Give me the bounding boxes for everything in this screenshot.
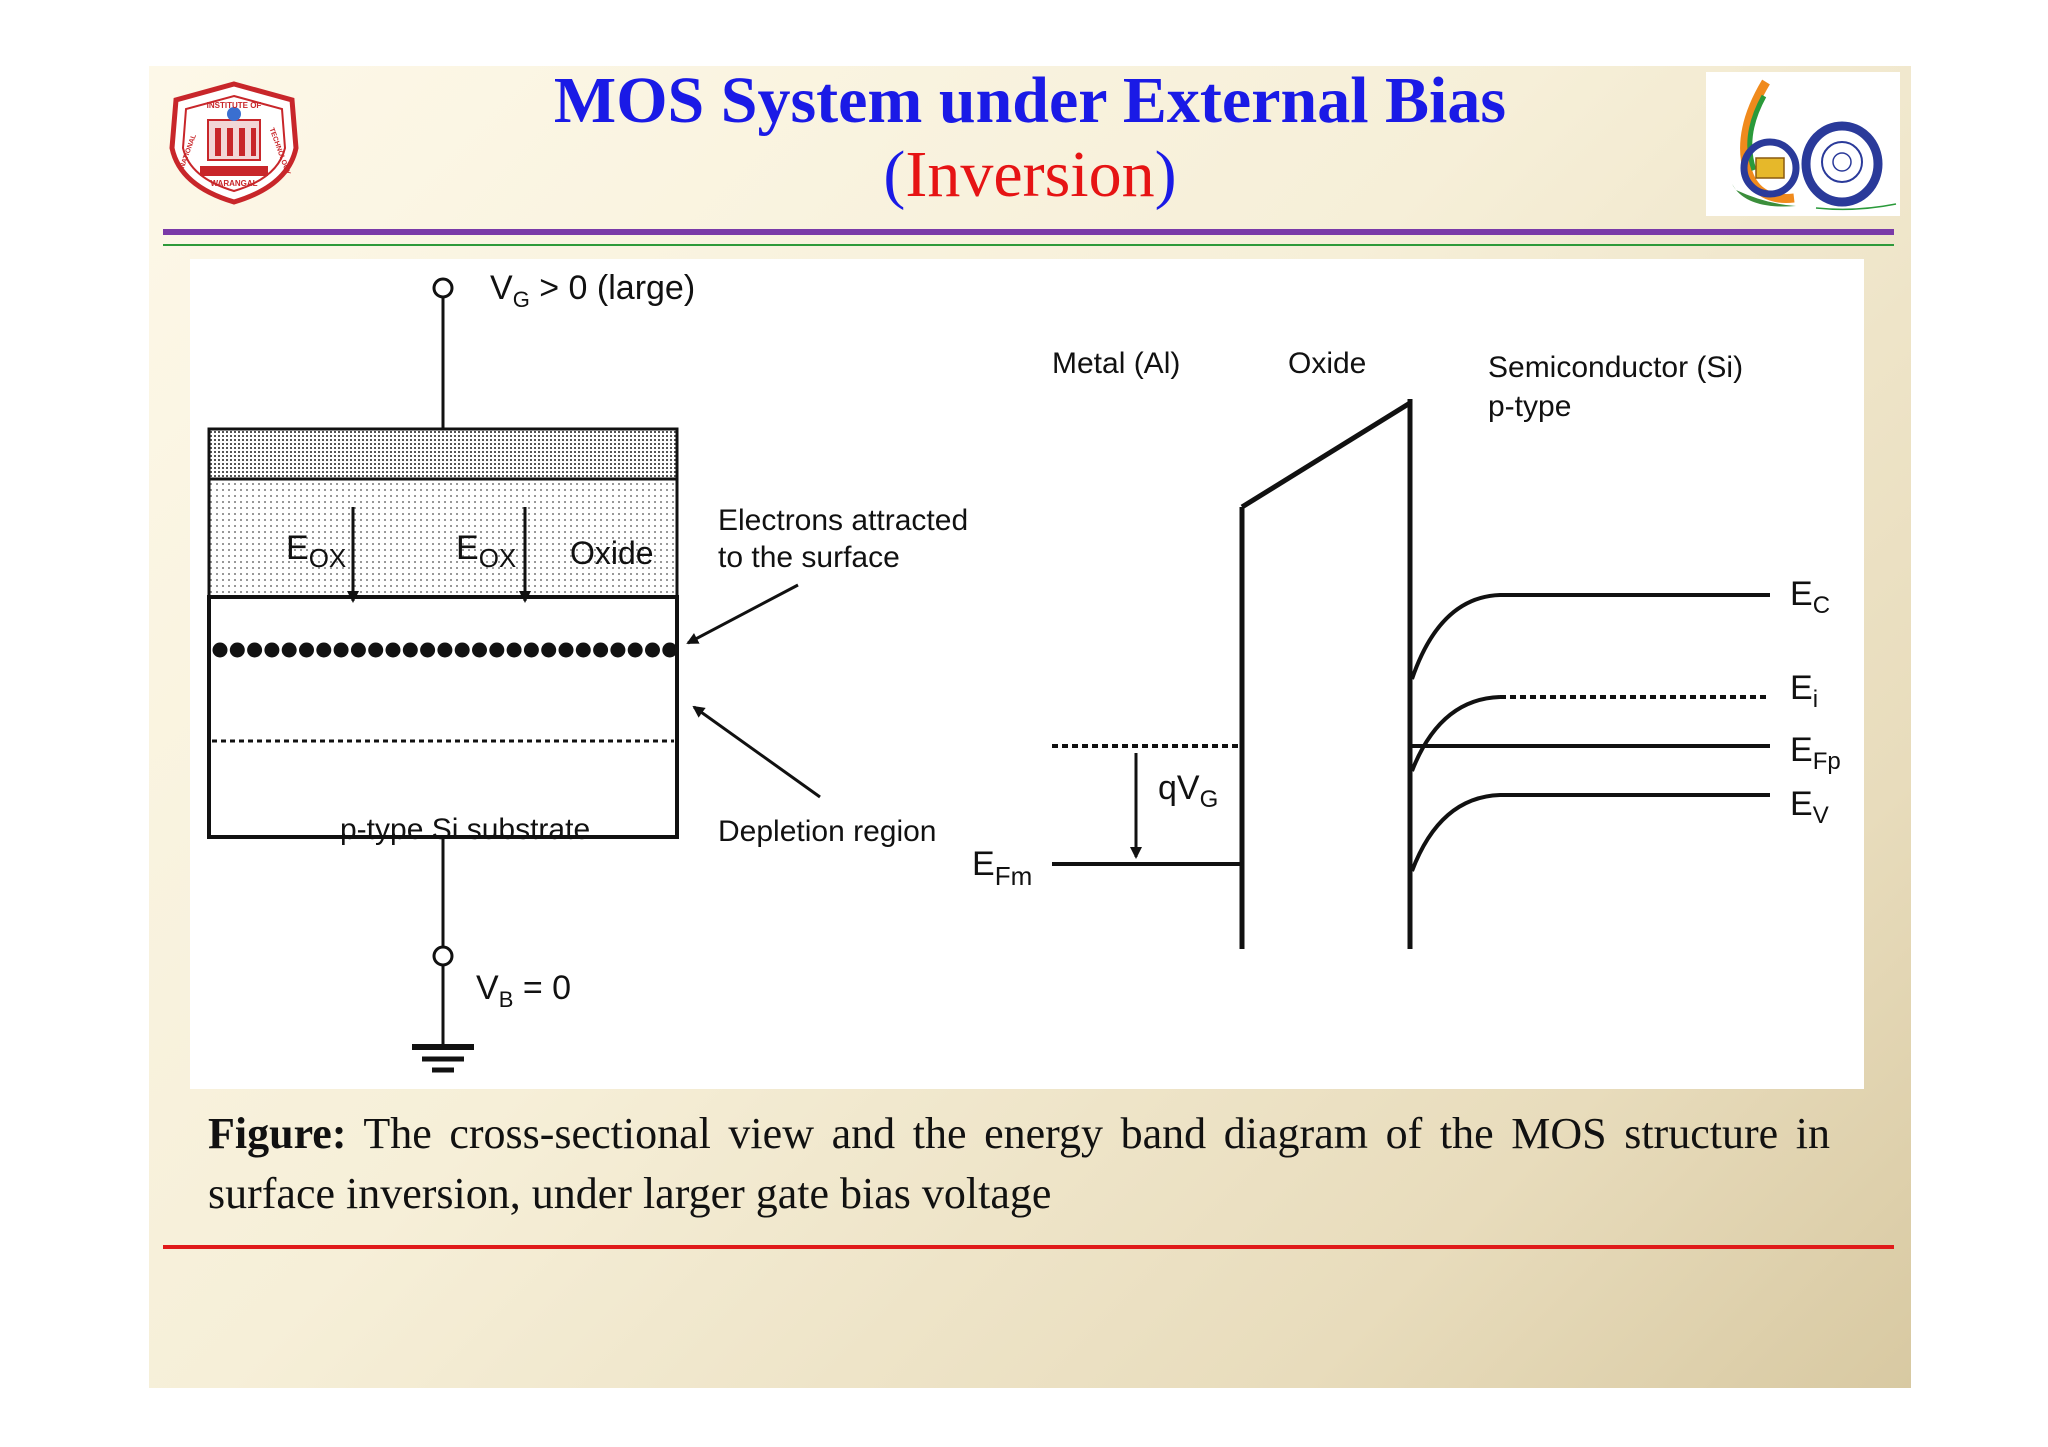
electron-dot	[437, 642, 453, 658]
logo-text-top: INSTITUTE OF	[207, 101, 262, 110]
diamond-jubilee-logo	[1706, 72, 1900, 216]
ei-label: Ei	[1790, 669, 1818, 713]
oxide-band-label: Oxide	[1288, 347, 1366, 380]
electron-dot	[472, 642, 487, 658]
electron-dot	[212, 642, 228, 658]
electron-dot	[333, 642, 349, 658]
electron-dot	[454, 642, 470, 658]
footer-rule-red	[163, 1245, 1894, 1249]
electrons-label-line-2: to the surface	[718, 541, 900, 574]
energy-band-diagram: Metal (Al) Oxide Semiconductor (Si) p-ty…	[972, 347, 1841, 949]
figure-panel: VG > 0 (large) EOX EOX Oxide p-type Si s…	[190, 259, 1864, 1089]
substrate-label: p-type Si substrate	[340, 813, 590, 846]
eox-label-2: EOX	[456, 529, 516, 573]
title-line-1: MOS System under External Bias	[553, 64, 1507, 137]
caption-text: The cross-sectional view and the energy …	[208, 1109, 1830, 1218]
ev-band	[1410, 793, 1770, 872]
mos-cross-section: VG > 0 (large) EOX EOX Oxide p-type Si s…	[207, 269, 968, 1073]
efp-label: EFp	[1790, 731, 1841, 775]
electron-dot	[541, 642, 557, 658]
electron-dot	[610, 642, 626, 658]
efm-label: EFm	[972, 845, 1032, 891]
title-line-2: (Inversion)	[360, 138, 1700, 212]
semiconductor-label-line-2: p-type	[1488, 390, 1571, 423]
electron-dot	[489, 642, 505, 658]
caption-label: Figure:	[208, 1109, 347, 1158]
electron-dot	[662, 642, 678, 658]
eox-label-1: EOX	[286, 529, 346, 573]
substrate-layer	[207, 595, 679, 839]
electron-dot	[299, 642, 314, 658]
metal-gate-layer	[207, 427, 679, 481]
logo-text-bottom: WARANGAL	[210, 179, 257, 188]
electron-dot	[506, 642, 522, 658]
electron-dot	[575, 642, 591, 658]
ec-label: EC	[1790, 575, 1830, 619]
electron-dot	[402, 642, 418, 658]
mos-figure: VG > 0 (large) EOX EOX Oxide p-type Si s…	[207, 269, 1841, 1073]
electrons-label-line-1: Electrons attracted	[718, 504, 968, 537]
electron-dot	[229, 642, 245, 658]
electron-dot	[523, 642, 539, 658]
oxide-label: Oxide	[570, 535, 654, 571]
body-terminal-icon	[432, 945, 454, 967]
title-rule-green	[163, 244, 1894, 246]
ec-band	[1410, 593, 1770, 680]
electron-dot	[368, 642, 384, 658]
semiconductor-label-line-1: Semiconductor (Si)	[1488, 351, 1743, 384]
depletion-arrow	[692, 705, 821, 799]
vb-label: VB = 0	[476, 969, 571, 1012]
title-rule-purple	[163, 229, 1894, 235]
electron-dot	[316, 642, 332, 658]
slide-title: MOS System under External Bias (Inversio…	[360, 64, 1700, 212]
depletion-label: Depletion region	[718, 815, 936, 848]
qvg-label: qVG	[1158, 769, 1218, 813]
vg-label: VG > 0 (large)	[490, 269, 695, 312]
ei-band-curve	[1410, 695, 1501, 772]
diamond-jubilee-60-logo-icon	[1732, 79, 1897, 211]
gate-terminal-icon	[432, 277, 454, 299]
electron-dot	[420, 642, 436, 658]
electron-dot	[264, 642, 280, 658]
electron-dot	[385, 642, 401, 658]
metal-label: Metal (Al)	[1052, 347, 1180, 380]
nit-warangal-logo: INSTITUTE OF WARANGAL NATIONAL TECHNOLOG…	[160, 78, 308, 206]
electron-dot	[645, 642, 660, 658]
title-inversion-word: Inversion	[905, 138, 1155, 211]
figure-caption: Figure: The cross-sectional view and the…	[208, 1104, 1830, 1224]
title-open-paren: (	[883, 138, 906, 211]
electron-row	[212, 642, 678, 658]
electrons-arrow	[686, 583, 799, 645]
title-close-paren: )	[1154, 138, 1177, 211]
oxide-conduction-band	[1240, 400, 1412, 510]
ev-label: EV	[1790, 785, 1829, 829]
electron-dot	[350, 642, 366, 658]
electron-dot	[627, 642, 643, 658]
nit-warangal-emblem-icon: INSTITUTE OF WARANGAL NATIONAL TECHNOLOG…	[169, 81, 299, 205]
electron-dot	[247, 642, 263, 658]
electron-dot	[558, 642, 574, 658]
electron-dot	[281, 642, 297, 658]
electron-dot	[593, 642, 609, 658]
